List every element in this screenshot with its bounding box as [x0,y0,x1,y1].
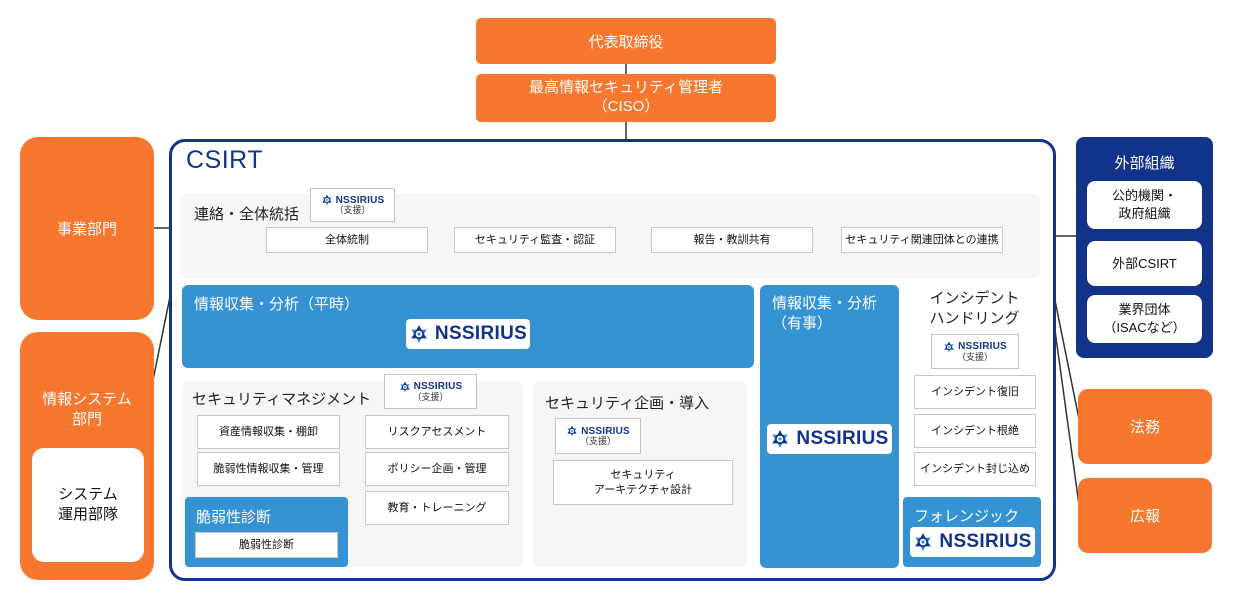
task-asset-inventory: 資産情報収集・棚卸 [197,415,340,449]
infosys-label-line1: 情報システム [42,391,132,408]
nssirius-name: NSSIRIUS [335,194,385,206]
forensics-title: フォレンジック [914,508,1020,525]
support-label: （支援） [412,391,449,402]
external-org-panel: 外部組織 公的機関・ 政府組織 外部CSIRT 業界団体 （ISACなど） [1076,137,1213,358]
business-unit-label: 事業部門 [56,221,117,238]
nssirius-icon [321,194,333,206]
task-security-org-liaison: セキュリティ関連団体との連携 [841,227,1003,253]
support-label: （支援） [334,205,371,216]
ops-team-line2: 運用部隊 [57,506,118,523]
nssirius-support-badge-mgmt: NSSIRIUS （支援） [384,374,477,409]
task-incident-eradication: インシデント根絶 [914,414,1036,448]
task-reporting-lessons: 報告・教訓共有 [651,227,813,253]
nssirius-logo-forensics: NSSIRIUS [910,527,1035,557]
task-overall-control: 全体統制 [266,227,428,253]
infosys-unit-label: 情報システム 部門 [20,390,154,429]
external-org-public: 公的機関・ 政府組織 [1087,181,1202,229]
task-incident-containment: インシデント封じ込め [914,452,1036,486]
business-unit-box: 事業部門 [20,137,154,320]
external-org-csirt: 外部CSIRT [1087,241,1202,286]
nssirius-name: NSSIRIUS [796,428,889,449]
task-policy-mgmt: ポリシー企画・管理 [365,452,509,486]
task-security-architecture-line2: アーキテクチャ設計 [593,483,693,496]
nssirius-name: NSSIRIUS [413,381,463,393]
ceo-label: 代表取締役 [588,33,664,51]
nssirius-icon [943,341,955,353]
legal-box: 法務 [1078,389,1212,464]
nssirius-icon [913,532,933,552]
incident-handling-title: インシデント ハンドリング [905,289,1044,328]
ciso-box: 最高情報セキュリティ管理者 （CISO） [476,74,776,122]
nssirius-icon [566,425,578,437]
nssirius-support-badge-coordination: NSSIRIUS （支援） [310,188,395,222]
support-label: （支援） [579,436,616,447]
ciso-label: 最高情報セキュリティ管理者 [528,79,724,97]
external-org-industry: 業界団体 （ISACなど） [1087,295,1202,343]
legal-label: 法務 [1129,419,1160,436]
task-vuln-info-mgmt: 脆弱性情報収集・管理 [197,452,340,486]
support-label: （支援） [956,351,993,362]
nssirius-icon [399,381,411,393]
intel-incident-title-line2: （有事） [772,314,833,332]
incident-handling-title-line1: インシデント [929,290,1020,307]
task-security-audit: セキュリティ監査・認証 [454,227,616,253]
incident-handling-title-line2: ハンドリング [929,309,1020,327]
ops-team-box: システム 運用部隊 [32,448,144,562]
nssirius-logo-intel-normal: NSSIRIUS [406,319,530,349]
task-incident-recovery: インシデント復旧 [914,375,1036,409]
ops-team-line1: システム [58,485,118,503]
coordination-title: 連絡・全体統括 [194,206,300,223]
infosys-unit-box: 情報システム 部門 システム 運用部隊 [20,332,154,580]
task-education-training: 教育・トレーニング [365,491,509,525]
infosys-label-line2: 部門 [71,410,102,428]
nssirius-name: NSSIRIUS [958,341,1007,353]
nssirius-support-badge-incident: NSSIRIUS （支援） [931,334,1019,369]
security-mgmt-title: セキュリティマネジメント [192,391,372,408]
intel-incident-title: 情報収集・分析 （有事） [772,294,877,333]
pr-box: 広報 [1078,478,1212,553]
csirt-title: CSIRT [186,146,264,174]
vuln-diag-title: 脆弱性診断 [196,509,272,526]
security-planning-title: セキュリティ企画・導入 [545,395,710,412]
task-security-architecture-line1: セキュリティ [610,468,676,481]
ciso-abbr: （CISO） [592,98,660,115]
nssirius-icon [409,324,429,344]
intel-normal-title: 情報収集・分析（平時） [194,296,360,313]
task-vuln-diagnosis: 脆弱性診断 [195,532,338,558]
nssirius-name: NSSIRIUS [434,323,528,344]
nssirius-logo-intel-incident: NSSIRIUS [767,424,892,454]
nssirius-name: NSSIRIUS [581,425,630,437]
nssirius-name: NSSIRIUS [939,531,1032,552]
pr-label: 広報 [1129,508,1160,525]
task-security-architecture: セキュリティ アーキテクチャ設計 [553,460,733,505]
ceo-box: 代表取締役 [476,18,776,64]
task-risk-assessment: リスクアセスメント [365,415,509,449]
external-org-title: 外部組織 [1114,155,1175,172]
nssirius-support-badge-planning: NSSIRIUS （支援） [555,418,641,454]
intel-incident-title-line1: 情報収集・分析 [772,295,878,312]
nssirius-icon [770,429,790,449]
